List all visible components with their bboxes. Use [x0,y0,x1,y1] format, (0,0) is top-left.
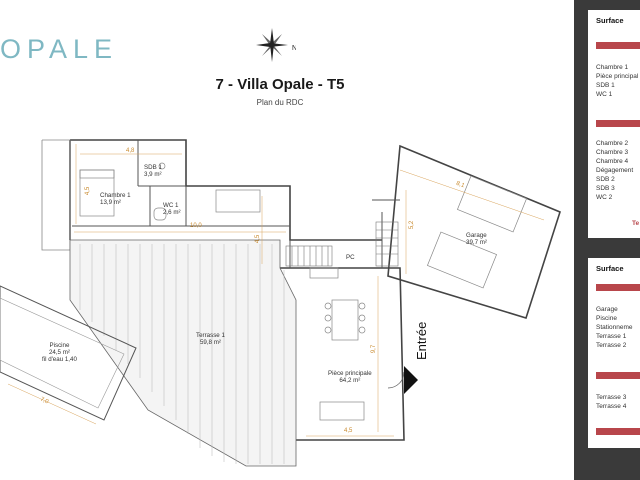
room-chambre1-name: Chambre 1 [100,192,131,199]
room-chambre1-area: 13,9 m² [100,199,121,206]
room-piscine-area: 24,5 m² [48,349,70,356]
surface-row: Dégagement [596,167,634,174]
entrance-label: Entrée [414,321,429,360]
room-terrasse1-area: 59,8 m² [199,339,221,346]
stairs [285,221,399,267]
surface-row: SDB 2 [596,176,615,183]
surfaces-panel-2-bar [596,372,640,379]
surface-row: Chambre 3 [596,149,629,156]
compass-rose-icon: N [256,28,296,62]
room-garage: Garage 39,7 m² [466,232,487,246]
surface-row: Terrasse 1 [596,333,627,340]
surface-row: WC 2 [596,194,613,201]
dim-label: 9,7 [371,344,378,354]
dim-label: 4,5 [255,234,262,244]
dim-label: 5,2 [409,220,416,230]
surface-row: Chambre 4 [596,158,629,165]
surface-row: Pièce principal [596,73,639,80]
dim-label: 4,5 [344,428,353,434]
page-title: 7 - Villa Opale - T5 [215,76,345,93]
surface-row: Terrasse 4 [596,403,627,410]
surfaces-panel-1: Surface Chambre 1 Pièce principal SDB 1 … [588,10,640,238]
room-wc1: WC 1 2,6 m² [163,202,181,216]
dimension-lines [7,144,545,437]
surfaces-panel-1-title: Surface [596,16,624,25]
room-chambre1: Chambre 1 13,9 m² [100,192,131,206]
room-piece-principale: Pièce principale 64,2 m² [328,370,372,384]
surfaces-panel-1-bar [596,120,640,127]
compass-north-label: N [292,45,296,52]
surface-row: WC 1 [596,91,613,98]
surface-row: Chambre 2 [596,140,629,147]
surfaces-panel-2-bar [596,284,640,291]
room-sdb1: SDB 1 3,9 m² [144,164,162,178]
surface-row: Piscine [596,315,617,322]
room-piscine: Piscine 24,5 m² fil d'eau 1,40 [42,342,77,363]
piscine-shape [0,285,137,421]
surfaces-panel-2-title: Surface [596,264,624,273]
surfaces-panel-2: Surface Garage Piscine Stationneme Terra… [588,258,640,448]
entrance-door [387,371,405,389]
surface-row: Stationneme [596,324,633,331]
surfaces-panel-2-bar [596,428,640,435]
dim-label: 4,8 [126,148,135,154]
brand-logo: OPALE [0,34,119,64]
room-garage-name: Garage [466,232,487,239]
room-garage-area: 39,7 m² [466,239,487,246]
surface-row: Terrasse 2 [596,342,627,349]
room-piscine-note: fil d'eau 1,40 [42,356,77,363]
surface-row: Garage [596,306,618,313]
room-pc: PC [346,254,355,261]
room-sdb1-area: 3,9 m² [144,171,162,178]
room-piece-principale-name: Pièce principale [328,370,372,377]
dim-label: 4,5 [85,186,92,196]
surface-row: SDB 3 [596,185,615,192]
surfaces-panel-1-bar [596,42,640,49]
floor-plan [0,139,561,467]
room-wc1-name: WC 1 [163,202,179,209]
room-terrasse1: Terrasse 1 59,8 m² [196,332,225,346]
interior-walls [72,140,400,268]
page-subtitle: Plan du RDC [256,98,304,107]
terrasse-deck [69,239,297,467]
surfaces-panel-1-footer: Te [632,220,640,227]
dim-label: 10,0 [190,223,202,229]
furniture [79,162,528,421]
room-terrasse1-name: Terrasse 1 [196,332,225,339]
surface-row: Terrasse 3 [596,394,627,401]
surface-row: SDB 1 [596,82,615,89]
room-sdb1-name: SDB 1 [144,164,162,171]
room-piscine-name: Piscine [49,342,70,349]
surface-row: Chambre 1 [596,64,629,71]
room-wc1-area: 2,6 m² [163,209,181,216]
room-piece-principale-area: 64,2 m² [339,377,361,384]
left-sloped-margin [41,139,71,251]
entrance-arrow-icon [404,366,418,394]
